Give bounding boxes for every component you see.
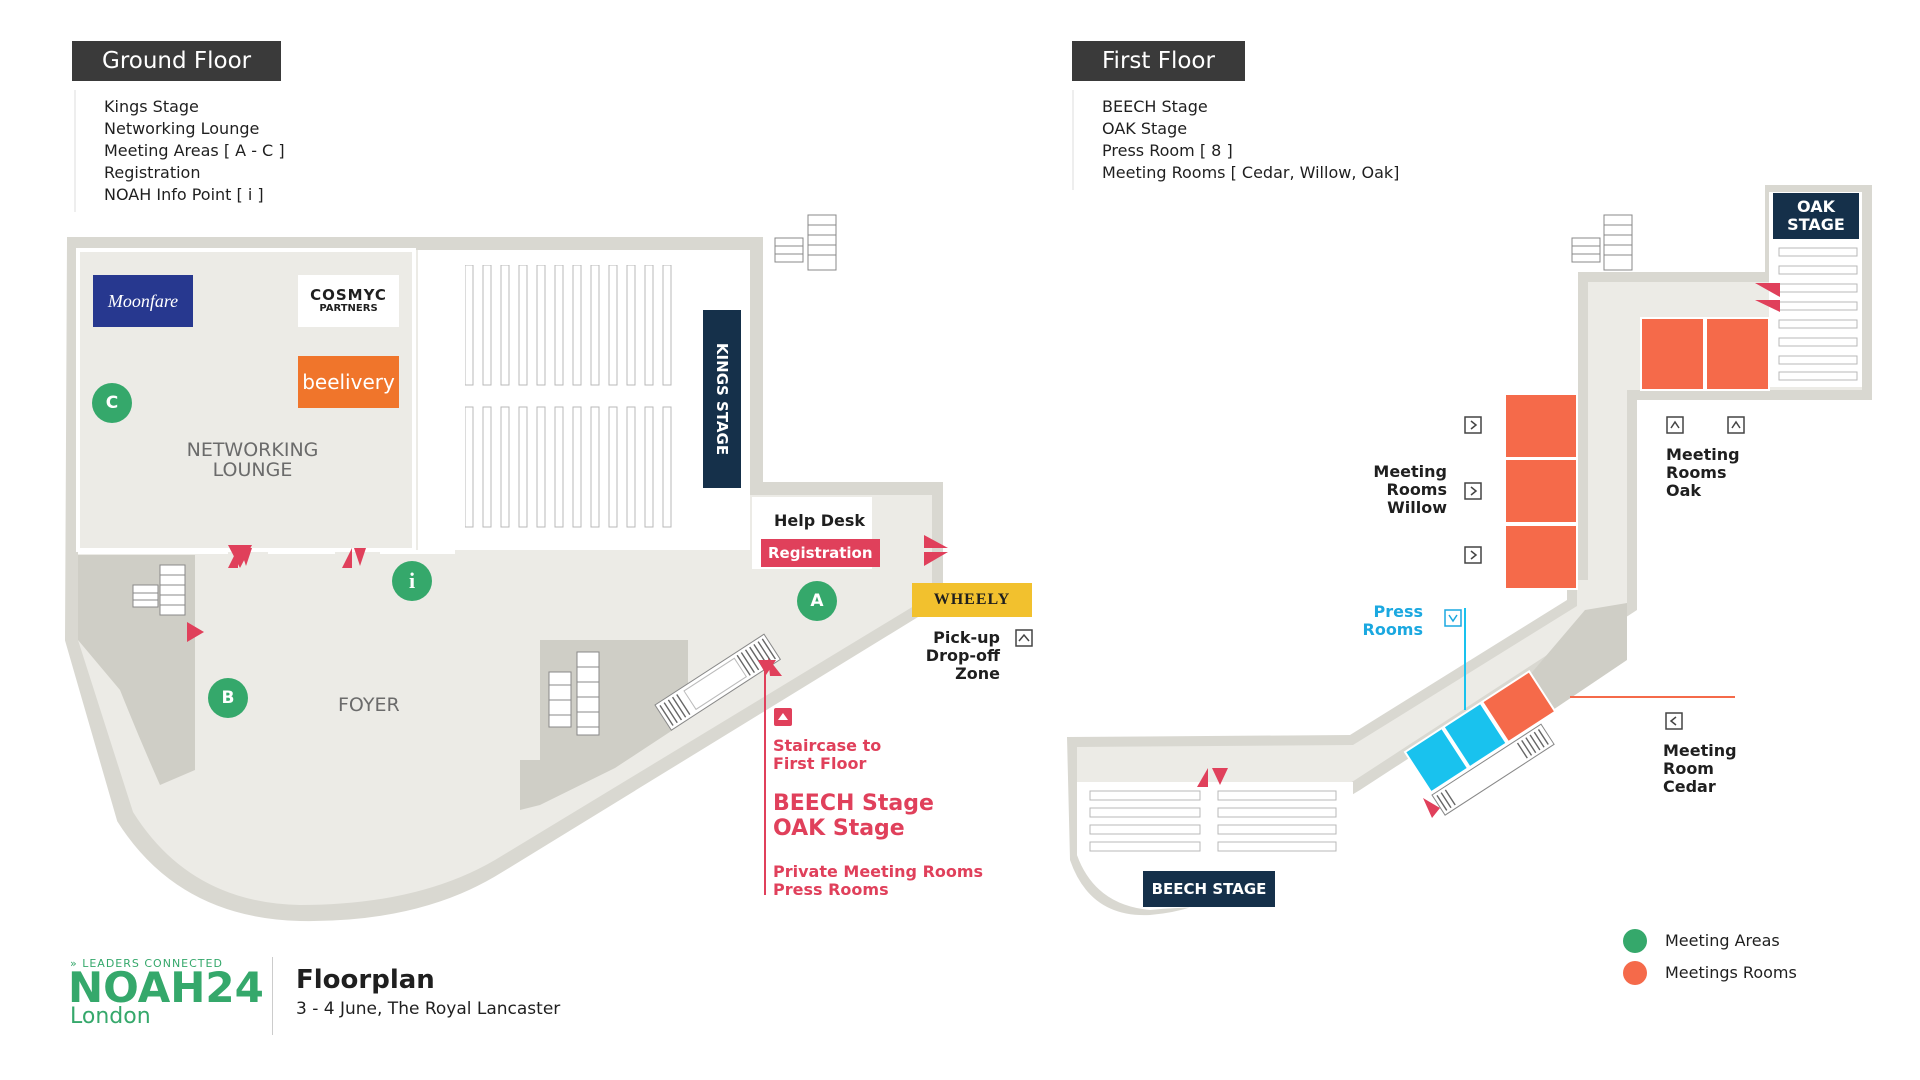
seating-pattern — [464, 264, 672, 528]
floorplan-subtitle: 3 - 4 June, The Royal Lancaster — [296, 999, 561, 1019]
meeting-room-oak — [1640, 317, 1705, 391]
arrow-right-icon — [1464, 416, 1482, 564]
meeting-room-willow — [1504, 458, 1578, 524]
staircase-label: Staircase to First Floor — [773, 736, 882, 773]
meeting-rooms-legend-label: Meetings Rooms — [1665, 963, 1797, 982]
legend-item: Press Room [ 8 ] — [1102, 141, 1233, 160]
first-floor-legend-list: BEECH Stage OAK Stage Press Room [ 8 ] M… — [1072, 90, 1399, 190]
brand-city: London — [70, 1004, 151, 1029]
legend-item: OAK Stage — [1102, 119, 1188, 138]
seat-columns — [464, 264, 672, 386]
door-marker — [1423, 798, 1440, 818]
door-marker — [228, 545, 252, 568]
footer-divider — [272, 957, 273, 1035]
arrow-left-icon — [1665, 712, 1683, 730]
ground-floor-legend-list: Kings Stage Networking Lounge Meeting Ar… — [74, 90, 285, 212]
registration-badge: Registration — [761, 539, 880, 567]
foyer-label: FOYER — [338, 694, 400, 716]
legend-item: Meeting Areas [ A - C ] — [104, 141, 285, 160]
meeting-room-oak — [1705, 317, 1770, 391]
legend-item: Registration — [104, 163, 201, 182]
meeting-area-b[interactable]: B — [208, 678, 248, 718]
networking-lounge-label: NETWORKING LOUNGE — [186, 439, 319, 481]
ground-floor-title: Ground Floor — [72, 41, 282, 81]
seat-columns — [464, 406, 672, 528]
kings-stage-seating — [464, 264, 675, 530]
brand-logo: NOAH24 — [68, 963, 264, 1012]
pickup-zone-icon — [1015, 629, 1033, 647]
door-marker — [1197, 768, 1228, 787]
beech-stage-seating — [1089, 790, 1337, 852]
escalator — [1431, 723, 1555, 816]
door-marker — [924, 535, 948, 566]
meeting-rooms-willow-label: Meeting Rooms Willow — [1373, 462, 1447, 517]
meeting-rooms-oak-label: Meeting Rooms Oak — [1666, 445, 1740, 500]
meeting-room-willow — [1504, 393, 1578, 459]
door-marker — [187, 622, 204, 642]
info-point-icon[interactable]: i — [392, 561, 432, 601]
arrow-down-icon — [1444, 609, 1462, 627]
oak-stage-sign: OAK STAGE — [1773, 193, 1859, 239]
meeting-room-cedar — [1480, 670, 1557, 744]
legend-item: NOAH Info Point [ i ] — [104, 185, 264, 204]
press-room — [1442, 701, 1509, 769]
wheely-logo: WHEELY — [912, 583, 1032, 617]
meeting-areas-legend-label: Meeting Areas — [1665, 931, 1780, 950]
beech-stage-sign: BEECH STAGE — [1143, 871, 1275, 907]
pickup-zone-label: Pick-up Drop-off Zone — [925, 628, 1000, 683]
stairs-icon — [774, 214, 837, 271]
floorplan-title: Floorplan — [296, 965, 435, 995]
stairs-icon — [1571, 214, 1633, 271]
beelivery-logo: beelivery — [298, 356, 399, 408]
door-marker — [758, 658, 782, 676]
escalator — [654, 633, 782, 731]
meeting-room-willow — [1504, 524, 1578, 590]
meeting-area-c[interactable]: C — [92, 383, 132, 423]
upper-rooms-label: Private Meeting Rooms Press Rooms — [773, 862, 984, 899]
legend-item: Meeting Rooms [ Cedar, Willow, Oak] — [1102, 163, 1400, 182]
meeting-area-legend-dot — [1623, 929, 1647, 953]
press-rooms-label: Press Rooms — [1362, 602, 1424, 639]
legend-item: Networking Lounge — [104, 119, 260, 138]
meeting-area-a[interactable]: A — [797, 581, 837, 621]
first-floor-title: First Floor — [1072, 41, 1245, 81]
stairs-icon — [132, 564, 186, 616]
legend-item: BEECH Stage — [1102, 97, 1208, 116]
meeting-room-legend-dot — [1623, 961, 1647, 985]
legend-item: Kings Stage — [104, 97, 199, 116]
press-room — [1403, 726, 1470, 794]
moonfare-logo: Moonfare — [93, 275, 193, 327]
upper-stages-label: BEECH Stage OAK Stage — [773, 791, 934, 841]
door-marker — [342, 548, 366, 568]
kings-stage-sign: KINGS STAGE — [703, 310, 741, 488]
arrow-up-icon — [1666, 416, 1745, 434]
meeting-room-cedar-label: Meeting Room Cedar — [1663, 741, 1737, 796]
door-marker — [1755, 283, 1780, 312]
help-desk-label: Help Desk — [774, 511, 866, 530]
cosmyc-partners-logo: COSMYC PARTNERS — [298, 275, 399, 327]
brand-tagline: » LEADERS CONNECTED — [70, 957, 223, 970]
stairs-icon — [548, 651, 600, 736]
press-rooms — [1403, 670, 1557, 794]
